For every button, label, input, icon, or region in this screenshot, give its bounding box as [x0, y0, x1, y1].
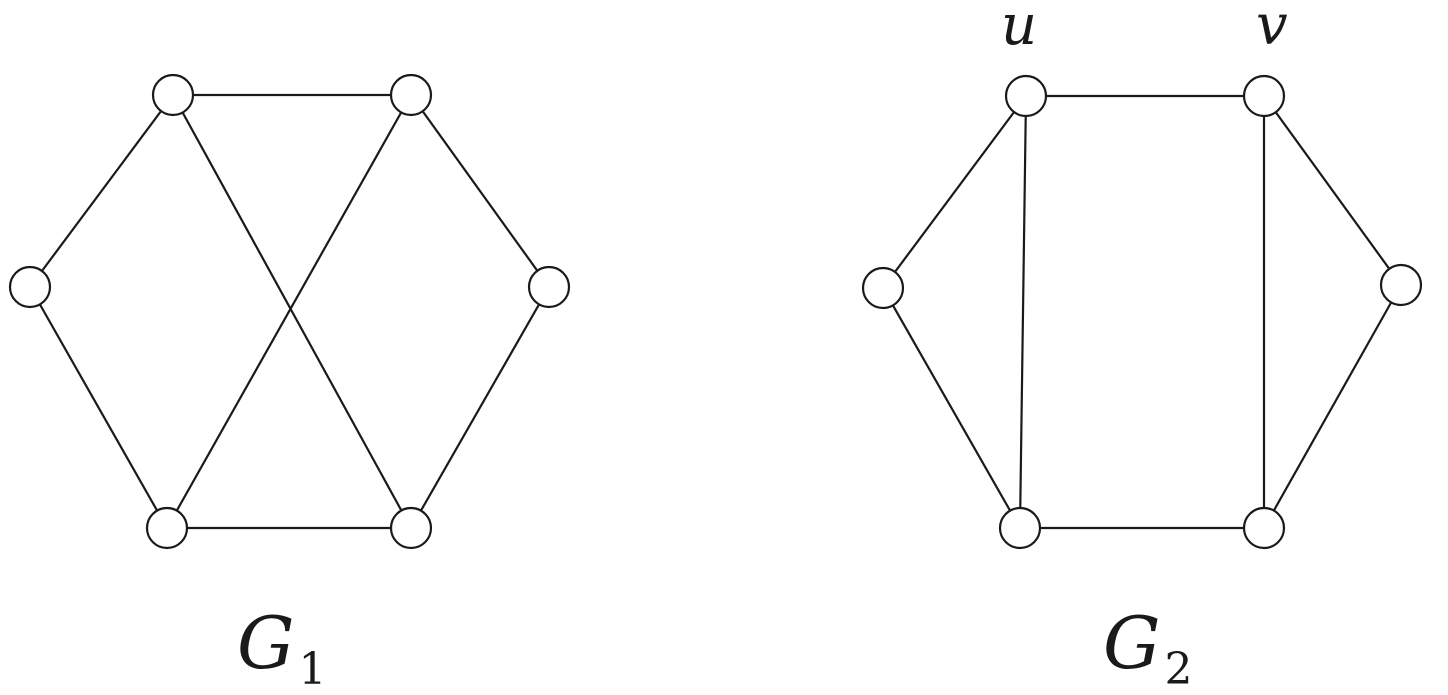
- g2-edges: [881, 94, 1403, 530]
- g2-edge-l-bl: [881, 286, 1022, 530]
- g1-nodes: [8, 73, 571, 550]
- g2-vertex-label-v: v: [1256, 0, 1288, 58]
- g2-vertex-label-u: u: [1001, 0, 1037, 58]
- g1-vertex-a: [151, 73, 195, 117]
- g1-title: G1: [237, 601, 327, 695]
- g1-vertex-d: [527, 265, 571, 309]
- g1-vertex-b: [389, 73, 433, 117]
- g2-edge-r-br: [1262, 283, 1403, 530]
- g1-edges: [28, 93, 551, 530]
- g1-edge-b-d: [409, 93, 551, 289]
- g2-vertex-l: [861, 266, 905, 310]
- g1-vertex-c: [8, 265, 52, 309]
- g2-nodes: [861, 74, 1423, 550]
- g2-edge-u-bl: [1018, 94, 1028, 530]
- g1-edge-c-e: [28, 285, 169, 530]
- g1-edge-a-c: [28, 93, 175, 289]
- g2-edge-v-r: [1262, 94, 1403, 287]
- g2-vertex-bl: [998, 506, 1042, 550]
- g1-edge-a-f: [171, 93, 413, 530]
- g1-vertex-e: [145, 506, 189, 550]
- g2-vertex-v: [1242, 74, 1286, 118]
- g2-vertex-u: [1004, 74, 1048, 118]
- g2-vertex-br: [1242, 506, 1286, 550]
- g1-vertex-f: [389, 506, 433, 550]
- g2-edge-u-l: [881, 94, 1028, 290]
- g1-edge-d-f: [409, 285, 551, 530]
- g2-title: G2: [1103, 601, 1193, 695]
- g2-vertex-r: [1379, 263, 1423, 307]
- g1-edge-b-e: [165, 93, 413, 530]
